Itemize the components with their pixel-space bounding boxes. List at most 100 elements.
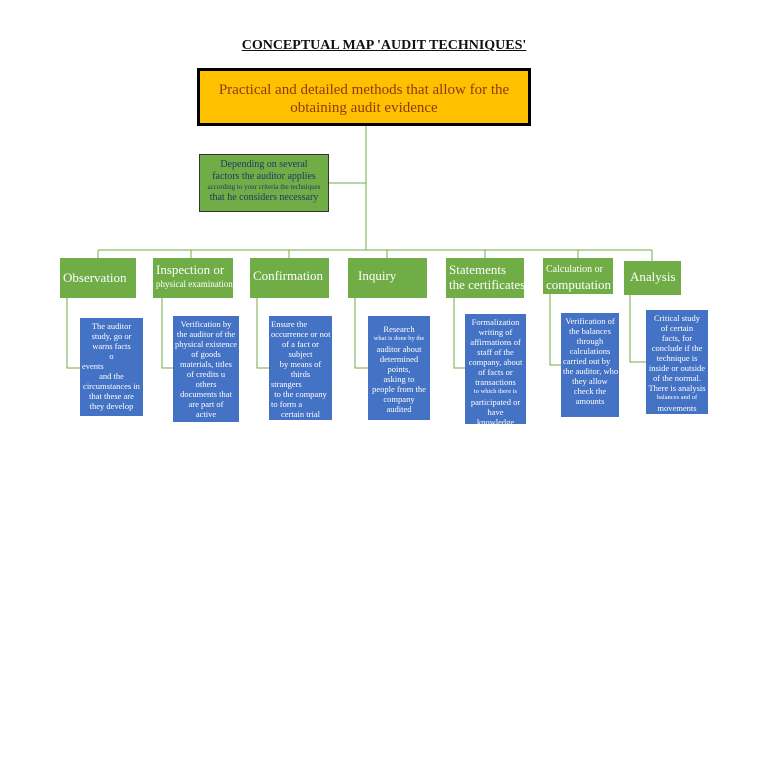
detail-line: carried out by: [563, 356, 611, 366]
detail-line: amounts: [575, 396, 605, 406]
detail-line: determined: [379, 354, 419, 364]
technique-inspection: Inspection or physical examination: [153, 258, 233, 298]
detail-line: Research: [383, 324, 415, 334]
detail-line: conclude if the: [651, 343, 703, 353]
detail-line: writing of: [478, 327, 513, 337]
detail-line: balances and of: [656, 394, 698, 401]
detail-line: company: [383, 394, 415, 404]
detail-line: the balances: [569, 326, 611, 336]
detail-line: the auditor of the: [176, 329, 236, 339]
sub-node: Depending on several factors the auditor…: [199, 154, 329, 212]
technique-title: Confirmation: [253, 268, 324, 283]
detail-line: movements: [657, 403, 697, 413]
detail-line: they develop: [89, 401, 134, 411]
root-line-2: obtaining audit evidence: [290, 100, 438, 116]
detail-line: company, about: [468, 357, 523, 367]
detail-line: facts, for: [661, 333, 693, 343]
detail-line: audited: [386, 404, 412, 414]
technique-title-2: the certificates: [449, 277, 524, 292]
detail-line: others: [195, 379, 217, 389]
detail-line: occurrence or not: [271, 329, 331, 339]
detail-line: of credits u: [186, 369, 226, 379]
detail-line: circumstances in: [83, 381, 140, 391]
detail-line: people from the: [372, 384, 426, 394]
detail-analysis: Critical study of certain facts, for con…: [646, 310, 708, 414]
detail-line: they allow: [572, 376, 608, 386]
detail-line: of the normal.: [653, 373, 701, 383]
detail-line: strangers: [271, 379, 302, 389]
detail-line: calculations: [569, 346, 611, 356]
detail-line: materials, titles: [180, 359, 232, 369]
detail-line: subject: [288, 349, 313, 359]
sub-line-1: Depending on several: [220, 159, 308, 170]
detail-line: Formalization: [471, 317, 520, 327]
detail-line: of a fact or: [281, 339, 320, 349]
detail-line: to the company: [274, 389, 327, 399]
detail-line: physical existence: [175, 339, 238, 349]
detail-confirmation: Ensure the occurrence or not of a fact o…: [269, 316, 332, 420]
technique-title: Statements: [449, 262, 507, 277]
technique-confirmation: Confirmation: [250, 258, 329, 298]
detail-line: Verification by: [180, 319, 232, 329]
detail-line: of certain: [660, 323, 694, 333]
detail-line: Ensure the: [271, 319, 308, 329]
detail-statements: Formalization writing of affirmations of…: [465, 314, 526, 424]
sub-line-4: that he considers necessary: [209, 192, 319, 203]
detail-line: There is analysis: [648, 383, 706, 393]
detail-line: and the: [99, 371, 124, 381]
detail-line: by means of: [279, 359, 322, 369]
detail-inspection: Verification by the auditor of the physi…: [173, 316, 239, 422]
detail-inquiry: Research what is done by the auditor abo…: [368, 316, 430, 420]
detail-line: points,: [387, 364, 411, 374]
detail-line: auditor about: [376, 344, 422, 354]
technique-title-2: computation: [546, 277, 611, 292]
technique-analysis: Analysis: [624, 261, 681, 295]
detail-line: to which there is: [473, 388, 518, 395]
detail-line: Critical study: [653, 313, 701, 323]
detail-line: Verification of: [565, 316, 615, 326]
detail-line: study, go or: [91, 331, 132, 341]
detail-line: thirds: [290, 369, 311, 379]
technique-title-2: physical examination: [156, 279, 233, 289]
technique-observation: Observation: [60, 258, 136, 298]
sub-line-2: factors the auditor applies: [212, 171, 316, 182]
technique-statements: Statements the certificates: [446, 258, 524, 298]
detail-line: of goods: [191, 349, 221, 359]
detail-line: technique is: [656, 353, 698, 363]
detail-line: are part of: [188, 399, 224, 409]
detail-line: have: [487, 407, 504, 417]
detail-line: check the: [573, 386, 607, 396]
technique-title: Observation: [63, 270, 127, 285]
root-node: Practical and detailed methods that allo…: [197, 68, 531, 126]
technique-inquiry: Inquiry: [348, 258, 427, 298]
detail-line: inside or outside: [648, 363, 706, 373]
detail-line: asking to: [383, 374, 415, 384]
detail-line: staff of the: [477, 347, 514, 357]
detail-line: o: [109, 351, 114, 361]
detail-line: of facts or: [478, 367, 513, 377]
detail-line: warns facts: [92, 341, 131, 351]
detail-line: active: [195, 409, 217, 419]
detail-calculation: Verification of the balances through cal…: [561, 313, 619, 417]
detail-line: transactions: [475, 377, 516, 387]
detail-line: events: [82, 361, 104, 371]
technique-title: Calculation or: [546, 264, 603, 275]
detail-line: what is done by the: [373, 335, 425, 342]
detail-line: to form a: [271, 399, 303, 409]
detail-line: the auditor, who: [563, 366, 619, 376]
detail-line: through: [576, 336, 604, 346]
detail-observation: The auditor study, go or warns facts o e…: [80, 318, 143, 416]
detail-line: certain trial: [281, 409, 320, 419]
detail-line: knowledge: [476, 417, 515, 424]
detail-line: The auditor: [91, 321, 132, 331]
root-line-1: Practical and detailed methods that allo…: [218, 82, 510, 98]
detail-line: participated or: [470, 397, 521, 407]
sub-line-3: according to your criteria the technique…: [207, 183, 321, 191]
detail-line: affirmations of: [470, 337, 521, 347]
technique-title: Analysis: [630, 269, 676, 284]
technique-title: Inspection or: [156, 262, 225, 277]
diagram-title: CONCEPTUAL MAP 'AUDIT TECHNIQUES': [241, 38, 527, 53]
technique-title: Inquiry: [358, 268, 397, 283]
detail-line: that these are: [89, 391, 134, 401]
